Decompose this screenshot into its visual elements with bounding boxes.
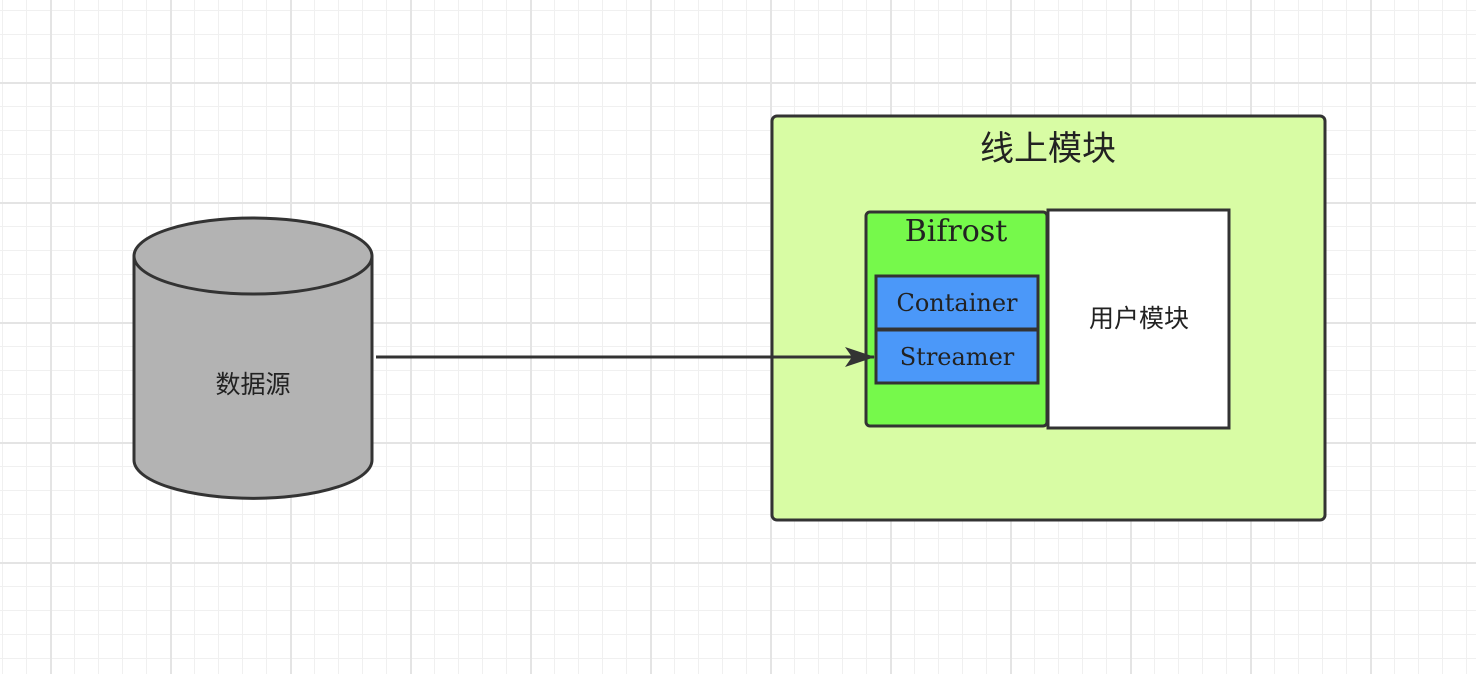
data-source-cylinder: 数据源 [132,216,374,500]
user-module-box [1046,208,1231,430]
streamer-label: Streamer [900,343,1015,371]
data-source-label: 数据源 [215,370,290,399]
container-box [874,274,1040,331]
cylinder-top [132,216,374,296]
user-module: 用户模块 [1046,208,1231,430]
cylinder-body [132,256,374,500]
streamer-component: Streamer [874,328,1040,385]
user-module-label: 用户模块 [1089,304,1189,333]
container-component: Container [874,274,1040,331]
streamer-box [874,328,1040,385]
online-module-label: 线上模块 [980,129,1116,169]
bifrost-label: Bifrost [905,214,1008,249]
container-label: Container [896,289,1018,317]
